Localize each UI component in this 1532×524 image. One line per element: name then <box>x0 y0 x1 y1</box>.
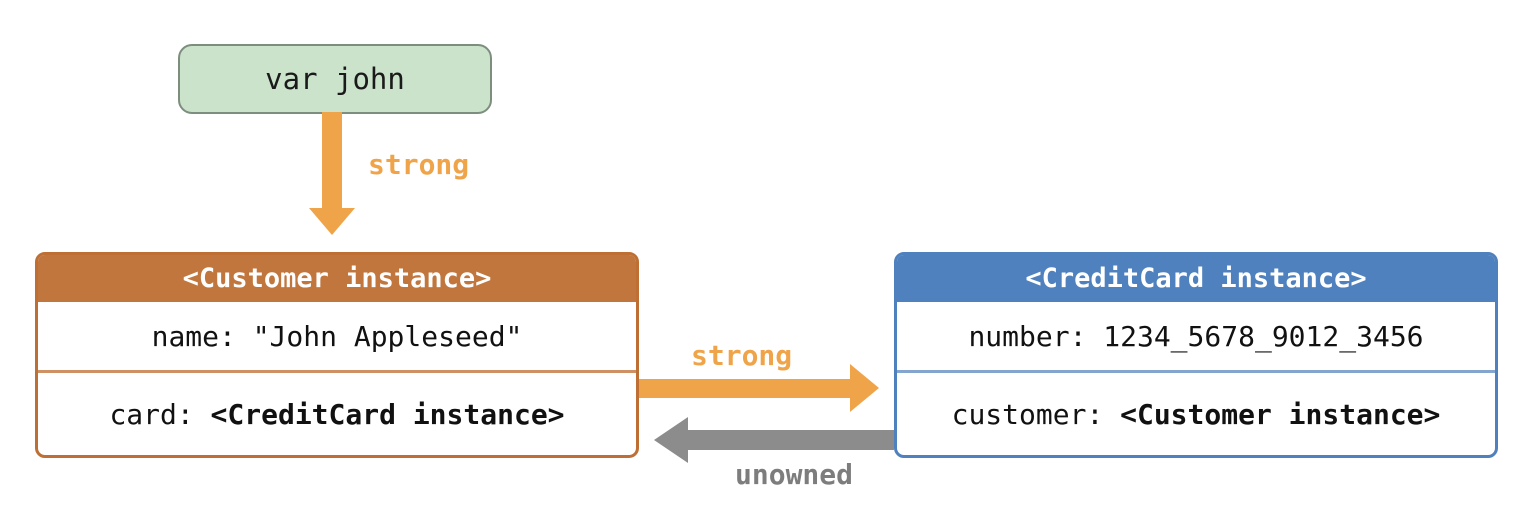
unowned-arrow-left-shaft <box>687 430 894 450</box>
strong-arrow-down-head-icon <box>309 208 355 235</box>
creditcard-number-value: 1234_5678_9012_3456 <box>1103 319 1424 353</box>
unowned-arrow-left-head-icon <box>654 417 688 463</box>
customer-card-label: card: <box>109 397 194 431</box>
creditcard-customer-row: customer: <Customer instance> <box>897 373 1495 455</box>
creditcard-customer-value: <Customer instance> <box>1120 397 1441 431</box>
customer-card-value: <CreditCard instance> <box>210 397 565 431</box>
customer-name-row: name: "John Appleseed" <box>38 302 636 370</box>
strong-label-var-to-customer: strong <box>368 148 470 181</box>
creditcard-instance-box: <CreditCard instance> number: 1234_5678_… <box>894 252 1498 458</box>
customer-instance-box: <Customer instance> name: "John Applesee… <box>35 252 639 458</box>
creditcard-box-title: <CreditCard instance> <box>897 255 1495 302</box>
customer-box-title: <Customer instance> <box>38 255 636 302</box>
creditcard-customer-label: customer: <box>951 397 1104 431</box>
strong-arrow-right-head-icon <box>850 364 879 412</box>
strong-arrow-down-shaft <box>322 112 342 210</box>
creditcard-number-label: number: <box>968 319 1087 353</box>
creditcard-number-row: number: 1234_5678_9012_3456 <box>897 302 1495 370</box>
var-john-box: var john <box>178 44 492 114</box>
customer-card-row: card: <CreditCard instance> <box>38 373 636 455</box>
unowned-label-card-to-customer: unowned <box>735 458 854 491</box>
customer-name-label: name: <box>151 319 236 353</box>
strong-arrow-right-shaft <box>639 379 851 398</box>
creditcard-row-divider <box>897 370 1495 373</box>
customer-name-value: "John Appleseed" <box>252 319 523 353</box>
var-john-label: var john <box>265 62 405 96</box>
customer-row-divider <box>38 370 636 373</box>
strong-label-customer-to-card: strong <box>691 339 793 372</box>
